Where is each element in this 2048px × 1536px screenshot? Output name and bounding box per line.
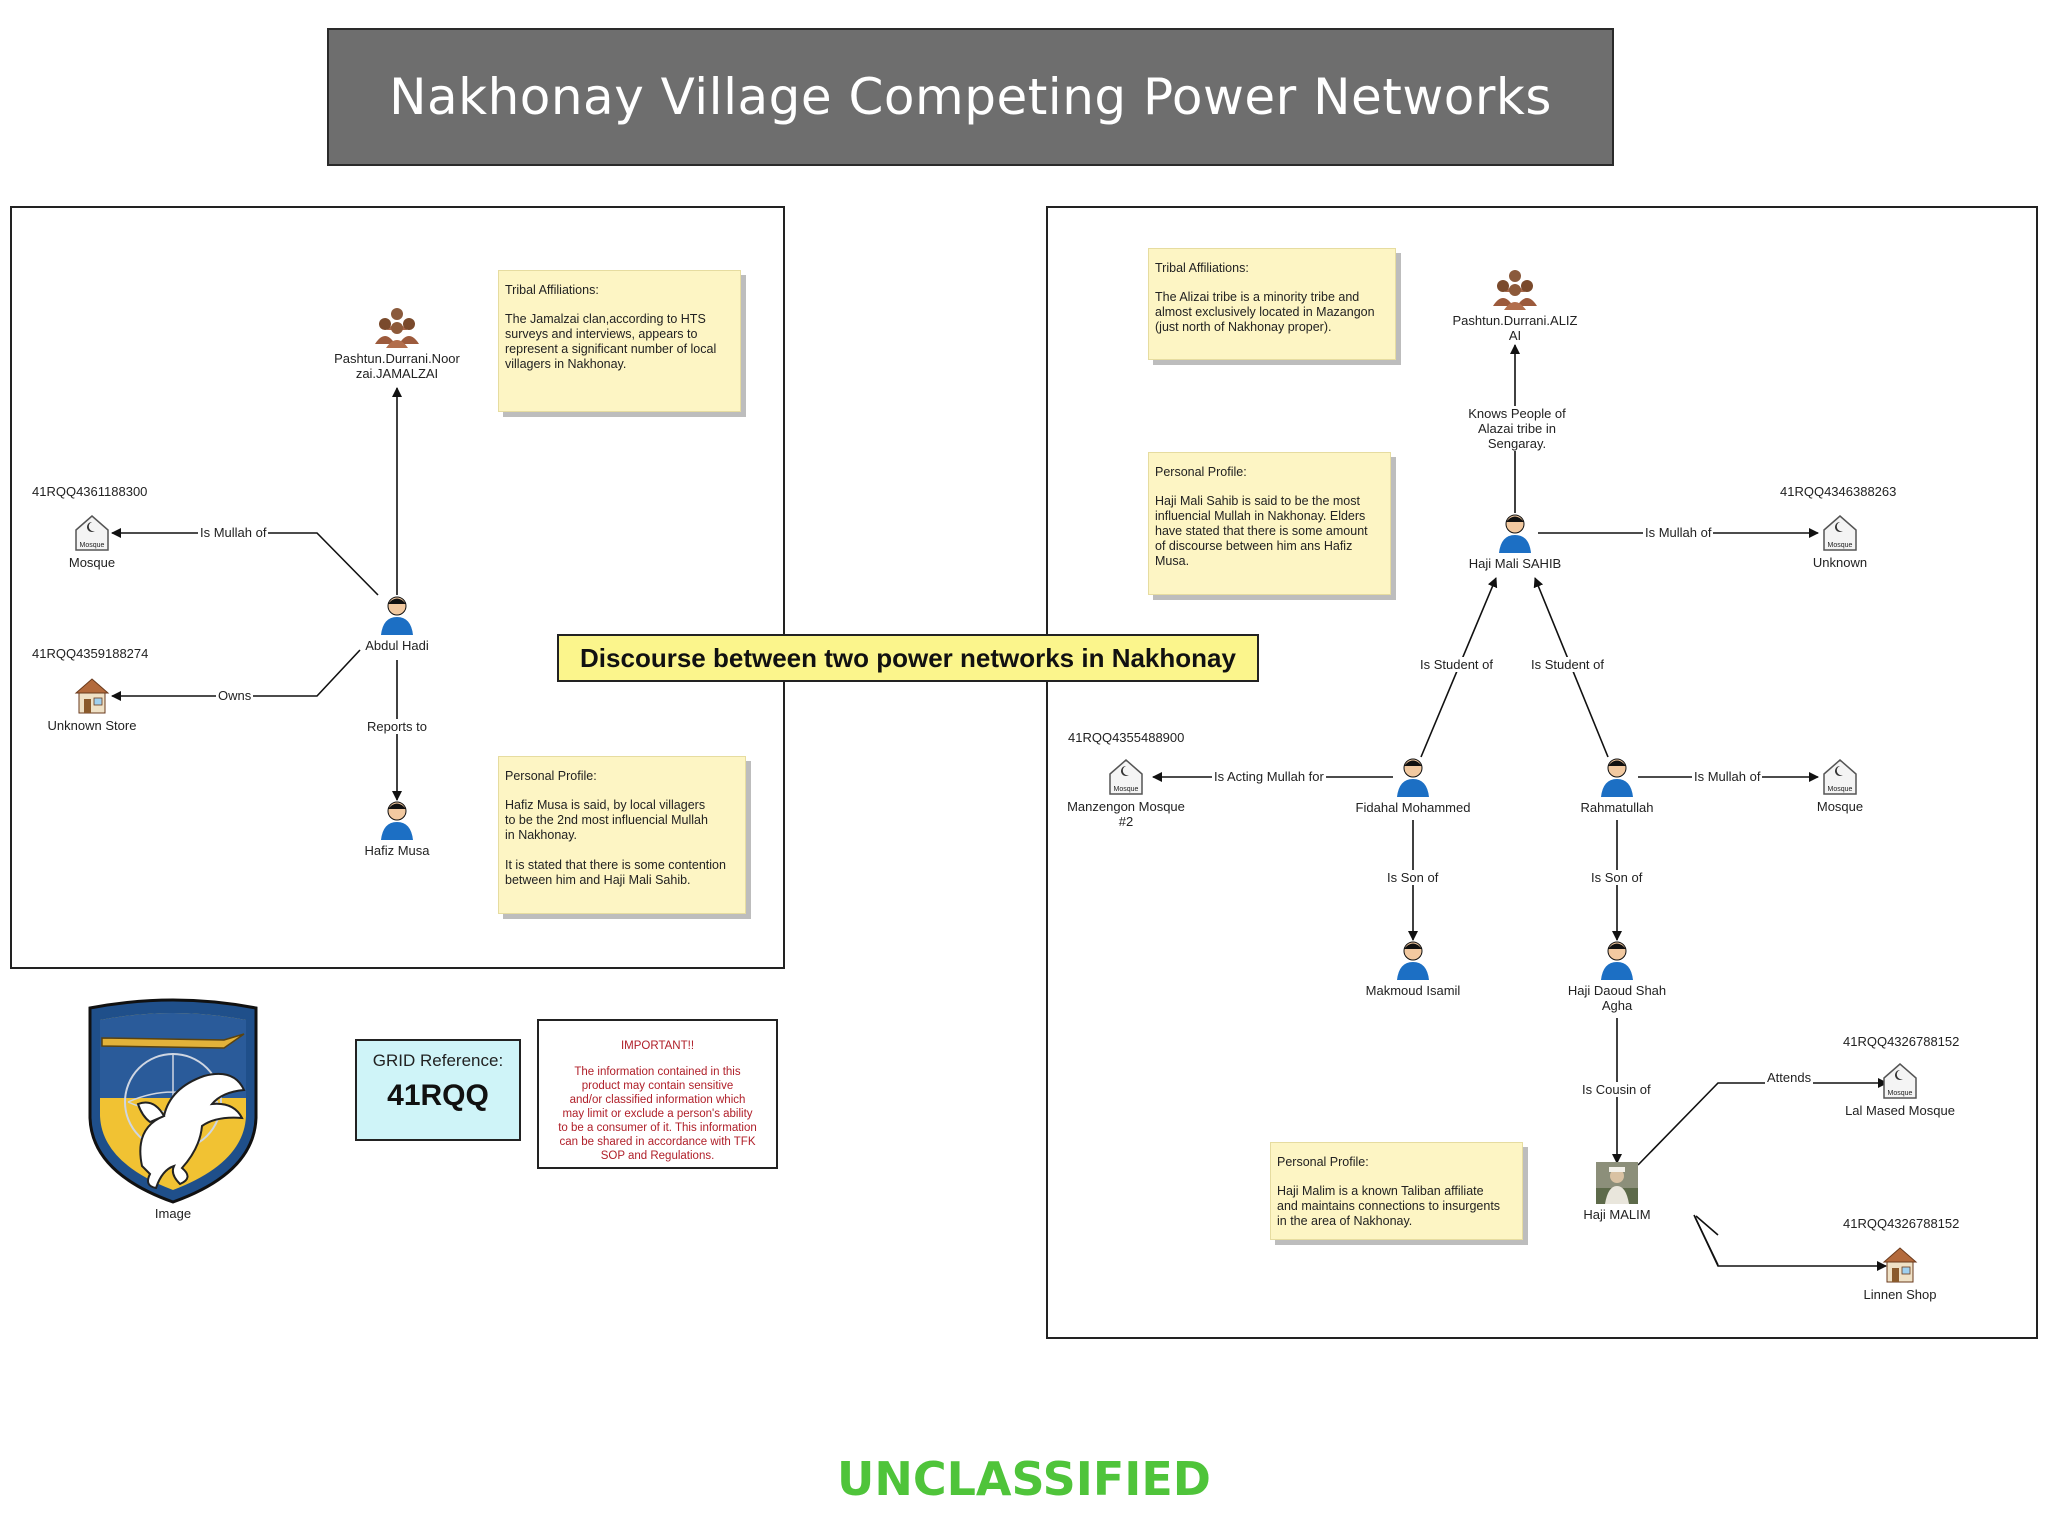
edge-label-is-mullah-of-1: Is Mullah of [1643, 525, 1714, 540]
node-unknown-mosque[interactable]: Mosque Unknown [1800, 512, 1880, 570]
edge-label-is-acting-mullah: Is Acting Mullah for [1212, 769, 1326, 784]
node-makmoud-isamil[interactable]: Makmoud Isamil [1348, 940, 1478, 998]
grid-id-left-mosque: 41RQQ4361188300 [32, 484, 148, 499]
page-title: Nakhonay Village Competing Power Network… [327, 28, 1614, 166]
node-manzengon-mosque[interactable]: Mosque Manzengon Mosque #2 [1058, 756, 1194, 829]
node-fidahal-mohammed[interactable]: Fidahal Mohammed [1343, 757, 1483, 815]
pegasus-crest-icon [88, 998, 258, 1204]
important-notice: IMPORTANT!! The information contained in… [537, 1019, 778, 1169]
edge-label-knows-people: Knows People of Alazai tribe in Sengaray… [1455, 406, 1579, 451]
note-right-tribal: Tribal Affiliations: The Alizai tribe is… [1148, 248, 1396, 360]
node-rahmatullah[interactable]: Rahmatullah [1557, 757, 1677, 815]
mosque-icon: Mosque [1823, 759, 1857, 795]
node-left-store[interactable]: Unknown Store [32, 675, 152, 733]
grid-id-lal-mosque: 41RQQ4326788152 [1843, 1034, 1960, 1049]
edge-label-is-mullah-of-2: Is Mullah of [1692, 769, 1763, 784]
person-photo-icon [1596, 1162, 1638, 1204]
person-icon [381, 801, 413, 840]
note-left-tribal: Tribal Affiliations: The Jamalzai clan,a… [498, 270, 741, 412]
svg-text:Mosque: Mosque [1888, 1090, 1913, 1097]
node-lal-mased-mosque[interactable]: Mosque Lal Mased Mosque [1830, 1060, 1970, 1118]
store-icon [74, 678, 110, 714]
person-icon [1397, 941, 1429, 980]
edge-label-is-student-of-2: Is Student of [1529, 657, 1606, 672]
grid-id-unknown-mosque: 41RQQ4346388263 [1780, 484, 1897, 499]
edge-label-attends: Attends [1765, 1070, 1814, 1085]
mosque-icon: Mosque [1823, 515, 1857, 551]
note-right-profile-malim: Personal Profile: Haji Malim is a known … [1270, 1142, 1523, 1240]
node-haji-mali-sahib[interactable]: Haji Mali SAHIB [1455, 513, 1575, 571]
node-left-mosque[interactable]: Mosque Mosque [52, 512, 132, 570]
tribe-group-icon [1493, 270, 1537, 310]
svg-text:Mosque: Mosque [80, 542, 105, 549]
store-icon [1882, 1247, 1918, 1283]
svg-text:Mosque: Mosque [1114, 786, 1139, 793]
node-right-tribe[interactable]: Pashtun.Durrani.ALIZ AI [1440, 268, 1590, 343]
person-icon [1601, 941, 1633, 980]
grid-id-left-store: 41RQQ4359188274 [32, 646, 149, 661]
node-hafiz-musa[interactable]: Hafiz Musa [347, 800, 447, 858]
person-icon [1601, 758, 1633, 797]
edge-label-is-mullah-of: Is Mullah of [198, 525, 269, 540]
edge-label-is-son-of-2: Is Son of [1589, 870, 1645, 885]
note-right-profile-sahib: Personal Profile: Haji Mali Sahib is sai… [1148, 452, 1391, 595]
mosque-icon: Mosque [75, 515, 109, 551]
grid-id-manzengon: 41RQQ4355488900 [1068, 730, 1185, 745]
edge-label-is-son-of-1: Is Son of [1385, 870, 1441, 885]
right-network-panel [1046, 206, 2038, 1339]
edge-label-is-student-of-1: Is Student of [1418, 657, 1495, 672]
tribe-group-icon [375, 308, 419, 348]
crest-caption: Image [154, 1206, 192, 1221]
node-linnen-shop[interactable]: Linnen Shop [1840, 1244, 1960, 1302]
node-haji-daoud-shah-agha[interactable]: Haji Daoud Shah Agha [1552, 940, 1682, 1013]
node-left-tribe[interactable]: Pashtun.Durrani.Noor zai.JAMALZAI [322, 306, 472, 381]
mosque-icon: Mosque [1883, 1063, 1917, 1099]
svg-text:Mosque: Mosque [1828, 542, 1853, 549]
node-haji-malim[interactable]: Haji MALIM [1567, 1162, 1667, 1222]
mosque-icon: Mosque [1109, 759, 1143, 795]
grid-reference-box: GRID Reference: 41RQQ [355, 1039, 521, 1141]
node-abdul-hadi[interactable]: Abdul Hadi [347, 595, 447, 653]
node-right-mosque[interactable]: Mosque Mosque [1800, 756, 1880, 814]
svg-text:Mosque: Mosque [1828, 786, 1853, 793]
edge-label-owns: Owns [216, 688, 254, 703]
note-left-profile: Personal Profile: Hafiz Musa is said, by… [498, 756, 746, 914]
classification-footer: UNCLASSIFIED [837, 1452, 1211, 1506]
center-banner: Discourse between two power networks in … [557, 634, 1259, 682]
edge-label-reports-to: Reports to [365, 719, 429, 734]
person-icon [1499, 514, 1531, 553]
edge-label-is-cousin-of: Is Cousin of [1580, 1082, 1653, 1097]
person-icon [1397, 758, 1429, 797]
grid-id-linnen-shop: 41RQQ4326788152 [1843, 1216, 1960, 1231]
person-icon [381, 596, 413, 635]
